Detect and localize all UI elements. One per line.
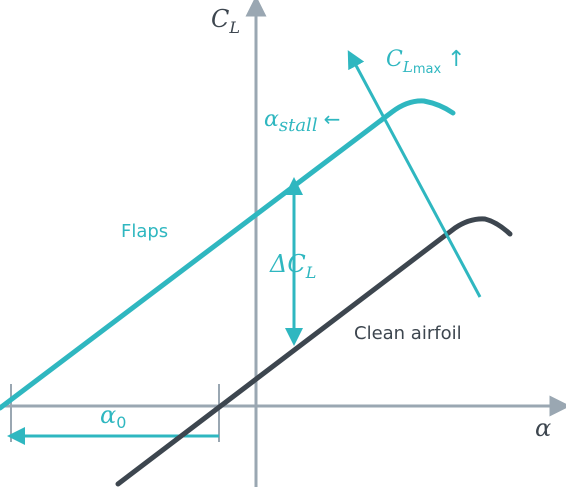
flaps-label: Flaps bbox=[121, 221, 168, 242]
delta-cl-label: ΔCL bbox=[269, 250, 316, 282]
alpha-stall-label: αstall← bbox=[264, 107, 340, 136]
clean-airfoil-label: Clean airfoil bbox=[354, 323, 462, 344]
cl-axis-label: CL bbox=[211, 5, 240, 37]
clean-airfoil-curve bbox=[115, 216, 513, 487]
alpha0-label: α0 bbox=[100, 401, 126, 432]
clmax-label: CLmax↑ bbox=[386, 47, 466, 77]
stall-line bbox=[347, 50, 482, 298]
alpha-axis-label: α bbox=[535, 414, 551, 442]
flaps-curve bbox=[0, 98, 456, 411]
